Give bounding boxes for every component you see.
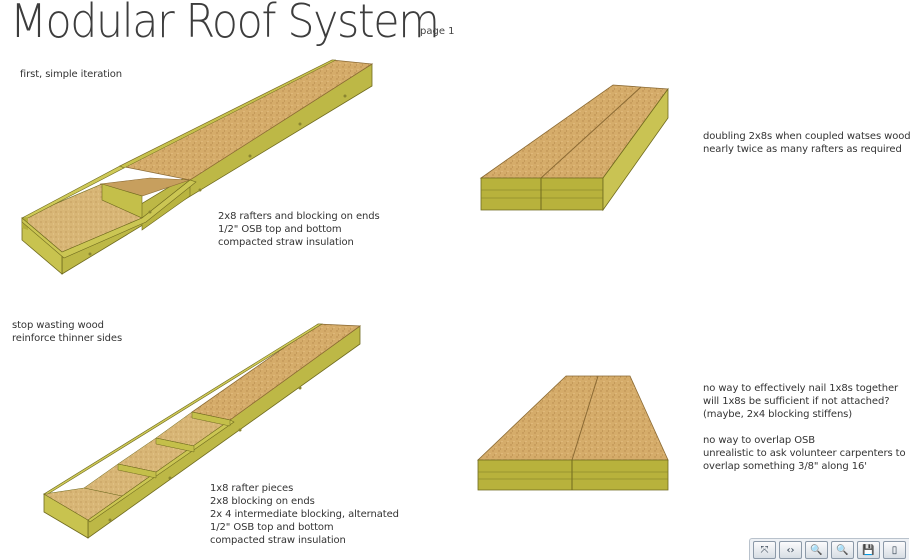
viewer-toolbar: ⤧ ‹› 🔍 🔍 💾 ▯ xyxy=(749,538,909,560)
note-stop-wasting: stop wasting wood reinforce thinner side… xyxy=(12,319,122,345)
module-2-illustration xyxy=(479,84,669,212)
note-line: stop wasting wood xyxy=(12,320,104,331)
note-line: 2x8 blocking on ends xyxy=(210,496,315,507)
note-issues: no way to effectively nail 1x8s together… xyxy=(703,382,906,473)
zoom-in-icon: 🔍 xyxy=(836,544,849,556)
fit-page-icon: ⤧ xyxy=(760,544,769,556)
note-line: unrealistic to ask volunteer carpenters … xyxy=(703,448,906,459)
note-line: reinforce thinner sides xyxy=(12,333,123,344)
note-iteration2-specs: 1x8 rafter pieces 2x8 blocking on ends 2… xyxy=(210,482,399,547)
note-line: first, simple iteration xyxy=(20,69,123,80)
note-line: doubling 2x8s when coupled watses wood xyxy=(703,131,911,142)
note-line: 1/2" OSB top and bottom xyxy=(218,224,342,235)
note-line: compacted straw insulation xyxy=(210,535,346,546)
page-title: Modular Roof System xyxy=(10,0,440,48)
module-4-illustration xyxy=(477,375,669,491)
page-number-label: page 1 xyxy=(420,26,455,37)
note-line: overlap something 3/8" along 16' xyxy=(703,461,867,472)
note-line: no way to effectively nail 1x8s together xyxy=(703,383,899,394)
print-icon: ▯ xyxy=(891,544,898,556)
fit-page-button[interactable]: ⤧ xyxy=(753,541,776,559)
note-doubling: doubling 2x8s when coupled watses wood n… xyxy=(703,130,911,156)
zoom-out-button[interactable]: 🔍 xyxy=(805,541,828,559)
note-line: nearly twice as many rafters as required xyxy=(703,144,902,155)
print-button[interactable]: ▯ xyxy=(883,541,906,559)
save-button[interactable]: 💾 xyxy=(857,541,880,559)
note-line: 1/2" OSB top and bottom xyxy=(210,522,334,533)
note-first-iteration: first, simple iteration xyxy=(20,68,122,81)
note-line: 1x8 rafter pieces xyxy=(210,483,294,494)
fit-width-button[interactable]: ‹› xyxy=(779,541,802,559)
fit-width-icon: ‹› xyxy=(786,544,795,556)
zoom-in-button[interactable]: 🔍 xyxy=(831,541,854,559)
note-line: no way to overlap OSB xyxy=(703,435,815,446)
module-1-illustration xyxy=(21,59,374,275)
module-3-illustration xyxy=(42,323,362,539)
note-line: compacted straw insulation xyxy=(218,237,354,248)
save-icon: 💾 xyxy=(862,544,875,556)
note-line: 2x 4 intermediate blocking, alternated xyxy=(210,509,399,520)
note-iteration1-specs: 2x8 rafters and blocking on ends 1/2" OS… xyxy=(218,210,380,249)
note-line: (maybe, 2x4 blocking stiffens) xyxy=(703,409,853,420)
note-line: 2x8 rafters and blocking on ends xyxy=(218,211,380,222)
zoom-out-icon: 🔍 xyxy=(810,544,823,556)
note-line: will 1x8s be sufficient if not attached? xyxy=(703,396,890,407)
